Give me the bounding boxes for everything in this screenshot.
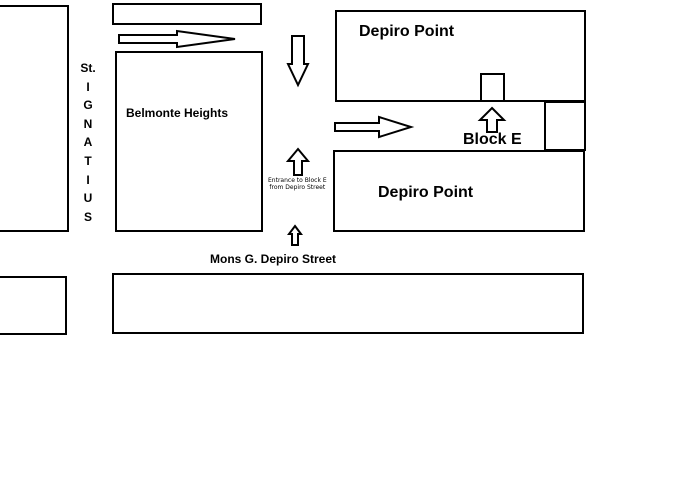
st-ignatius-letter: N	[83, 116, 93, 131]
block-e-building	[544, 101, 586, 151]
st-ignatius-letter: G	[83, 98, 93, 113]
bottom-long-block	[112, 273, 584, 334]
left-block-bottom	[0, 276, 67, 335]
depiro-point-bottom-building	[333, 150, 585, 232]
arrow-down-icon	[286, 35, 310, 88]
st-ignatius-letter: S	[83, 209, 92, 224]
depiro-point-top-building	[335, 10, 586, 102]
st-ignatius-prefix: St.	[80, 61, 96, 75]
left-block-top	[0, 5, 69, 232]
depiro-point-top-label: Depiro Point	[359, 23, 455, 40]
st-ignatius-letter: U	[83, 191, 93, 206]
belmonte-heights-building	[115, 51, 263, 232]
arrow-right-icon	[118, 29, 236, 49]
arrow-up-icon	[477, 106, 507, 133]
st-ignatius-letter: I	[86, 79, 90, 94]
block-e-small-square	[480, 73, 505, 102]
st-ignatius-letter: A	[83, 135, 93, 150]
st-ignatius-letter: I	[86, 172, 90, 187]
entrance-note-line2: from Depiro Street	[269, 184, 326, 191]
st-ignatius-letter: T	[84, 153, 92, 168]
belmonte-heights-label: Belmonte Heights	[126, 106, 229, 120]
st-ignatius-vertical-label: St. I G N A T I U S	[76, 59, 100, 226]
small-block-top	[112, 3, 262, 25]
arrow-right-icon	[334, 115, 415, 139]
arrow-up-icon	[285, 147, 311, 176]
street-name-label: Mons G. Depiro Street	[210, 252, 337, 266]
block-e-label: Block E	[463, 131, 522, 148]
entrance-note: Entrance to Block E from Depiro Street	[268, 177, 327, 191]
entrance-note-line1: Entrance to Block E	[268, 177, 327, 184]
arrow-up-icon	[287, 224, 303, 246]
depiro-point-bottom-label: Depiro Point	[378, 184, 474, 201]
